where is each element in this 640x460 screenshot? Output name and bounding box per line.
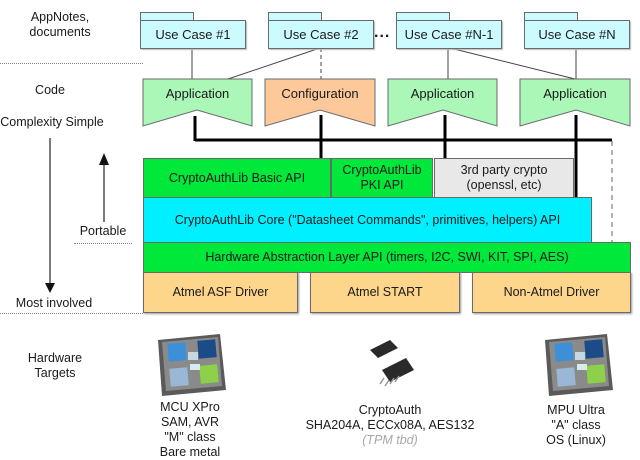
soic-chip-icon [370,340,414,387]
label-appnotes: AppNotes, documents [29,10,91,39]
hw-cryptoauth-line: CryptoAuth [358,403,422,417]
driver-start[interactable]: Atmel START [310,272,460,313]
label-code: Code [35,83,65,97]
use-case-2-label: Use Case #2 [283,27,359,42]
use-case-1-label: Use Case #1 [155,27,231,42]
use-case-n-1-label: Use Case #N-1 [404,27,494,42]
hw-mpu-line: MPU Ultra [547,403,605,417]
divider-bottom [0,313,143,314]
use-case-1[interactable]: Use Case #1 [140,20,246,49]
ucn1-tab [396,12,450,21]
label-complexity: Complexity Simple [0,115,104,129]
app3-shape [387,78,498,127]
hw-cryptoauth-line: SHA204A, ECCx08A, AES132 [305,418,475,432]
core-api-label: CryptoAuthLib Core ("Datasheet Commands"… [174,212,561,227]
mpu-chip-icon [545,334,613,396]
driver-asf-label: Atmel ASF Driver [172,285,269,299]
hw-mcu-label: MCU XPro SAM, AVR "M" class Bare metal [140,400,240,460]
label-most-involved: Most involved [15,296,93,310]
hw-mpu-line: OS (Linux) [546,433,606,447]
up-arrow-head [99,153,109,165]
hw-mcu-line: "M" class [164,430,216,444]
hw-mpu-label: MPU Ultra "A" class OS (Linux) [526,403,626,448]
label-portable: Portable [79,224,127,238]
driver-asf[interactable]: Atmel ASF Driver [143,272,298,313]
use-case-n-1[interactable]: Use Case #N-1 [396,20,502,49]
ellipsis: ... [374,24,391,41]
app3-label: Application [410,86,475,101]
hw-mcu-line: MCU XPro [160,400,220,414]
hw-mcu-line: Bare metal [159,445,221,459]
pki-api-layer[interactable]: CryptoAuthLib PKI API [331,158,433,198]
hw-cryptoauth-label: CryptoAuth SHA204A, ECCx08A, AES132 (TPM… [300,403,480,448]
uc1-tab [140,12,194,21]
third-party-crypto-layer[interactable]: 3rd party crypto (openssl, etc) [434,158,574,198]
divider-docs-code [0,63,143,64]
hw-tpm-note: (TPM tbd) [362,433,418,447]
hw-mcu-line: SAM, AVR [160,415,220,429]
ucn1-app4-line [449,47,576,80]
use-case-n-label: Use Case #N [538,27,616,42]
basic-api-layer[interactable]: CryptoAuthLib Basic API [143,158,331,198]
hal-label: Hardware Abstraction Layer API (timers, … [205,250,569,264]
config-shape [264,78,376,127]
hal-layer[interactable]: Hardware Abstraction Layer API (timers, … [143,242,631,273]
app1-label: Application [165,86,230,101]
driver-non-atmel-label: Non-Atmel Driver [503,285,600,299]
core-api-layer[interactable]: CryptoAuthLib Core ("Datasheet Commands"… [143,197,592,243]
app4-label: Application [543,86,607,101]
third-party-label: 3rd party crypto (openssl, etc) [460,163,548,192]
driver-start-label: Atmel START [347,285,423,299]
divider-portable [74,243,132,244]
ucn-tab [524,12,578,21]
uc2-app1-line [227,47,321,80]
use-case-n[interactable]: Use Case #N [524,20,630,49]
down-arrow-head [45,283,55,293]
label-hardware-targets: Hardware Targets [27,351,83,380]
uc2-tab [268,12,322,21]
use-case-2[interactable]: Use Case #2 [268,20,374,49]
app4-shape [519,78,631,127]
driver-non-atmel[interactable]: Non-Atmel Driver [472,272,631,313]
basic-api-label: CryptoAuthLib Basic API [168,170,306,185]
mcu-chip-icon [158,334,226,396]
config-label: Configuration [281,86,359,101]
hw-mpu-line: "A" class [551,418,601,432]
pki-api-label: CryptoAuthLib PKI API [342,163,422,192]
app1-shape [142,78,253,127]
